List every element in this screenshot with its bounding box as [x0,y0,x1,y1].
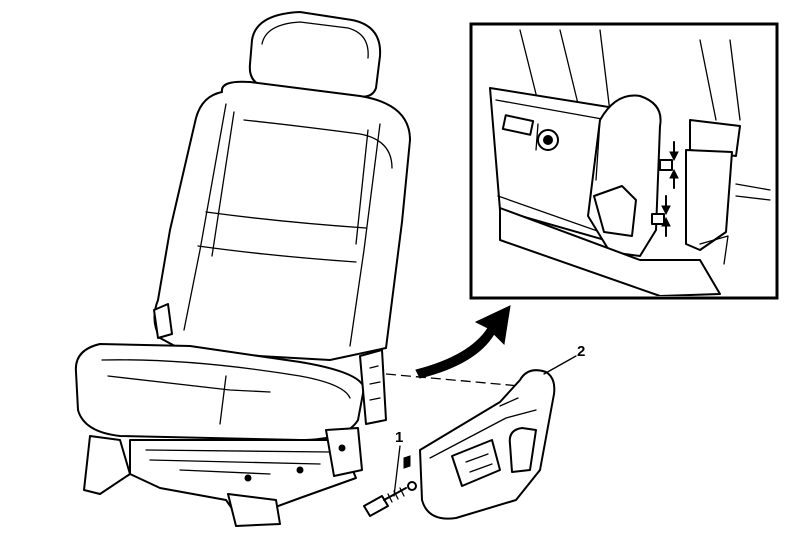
installation-leader-line [385,373,521,387]
panel-screw [363,455,417,517]
detail-panel-pocket [593,185,637,237]
seat-switch-opening [508,427,537,473]
callout-2: 2 [577,343,585,360]
callout-1: 1 [395,429,403,446]
detail-view-arrow [415,305,511,379]
seat-cushion [74,343,365,441]
detail-inset [469,22,779,300]
seat-side-panel [419,369,556,520]
recliner-bracket [153,303,173,339]
seat-assembly [74,11,411,527]
seat-track-frame [83,427,363,527]
seat-back [153,80,411,361]
callout-2-leader [543,355,577,375]
rear-bracket [359,349,387,425]
retaining-clip-arrows [651,141,679,237]
callout-1-leader [393,445,401,497]
